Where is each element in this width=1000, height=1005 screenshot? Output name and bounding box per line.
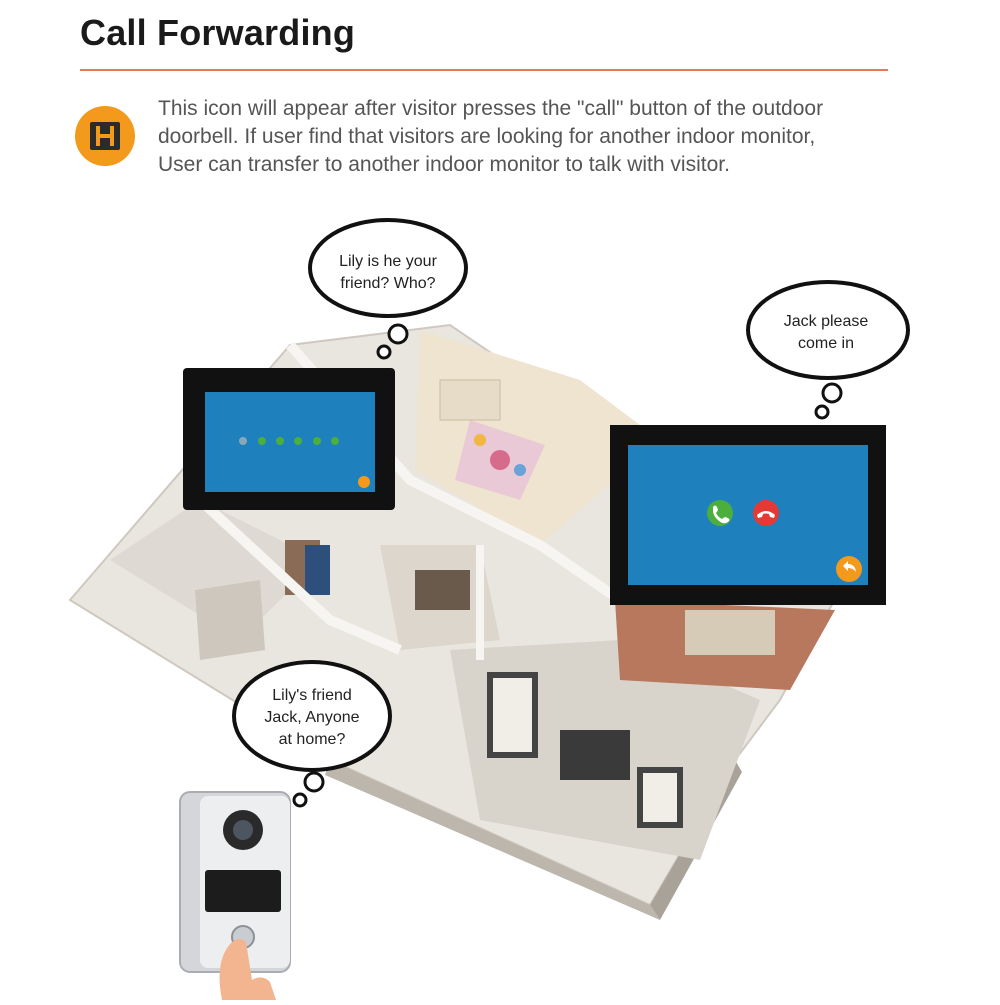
indoor-monitor-right: [610, 425, 886, 605]
house-floorplan-illustration: [68, 218, 910, 1000]
house-illustration: Lily is he your friend? Who? Jack please…: [0, 200, 1000, 1000]
speech-bubble-top-left: [308, 218, 468, 360]
bubble-text-top-right: Jack please come in: [783, 313, 869, 352]
feature-description: This icon will appear after visitor pres…: [158, 95, 908, 179]
bubble-text-bottom: Lily's friend Jack, Anyone at home?: [264, 687, 360, 748]
monitor-status-icons: [239, 437, 339, 445]
title-divider: [80, 69, 888, 71]
outdoor-doorbell: [179, 791, 291, 973]
bubble-text-top-left: Lily is he your friend? Who?: [339, 253, 437, 292]
phone-reject-icon: [753, 500, 779, 526]
back-arrow-icon: [836, 556, 862, 582]
description-line: doorbell. If user find that visitors are…: [158, 125, 816, 148]
description-line: This icon will appear after visitor pres…: [158, 97, 824, 120]
indoor-monitor-left: [183, 368, 395, 510]
speech-bubble-top-right: [746, 280, 910, 420]
description-line: User can transfer to another indoor moni…: [158, 153, 730, 176]
speech-bubble-bottom: [232, 660, 392, 808]
call-forward-icon: [75, 106, 135, 166]
page-title: Call Forwarding: [80, 12, 356, 53]
back-arrow-icon: [358, 476, 370, 488]
finger-pressing: [219, 939, 276, 1000]
phone-accept-icon: [707, 500, 733, 526]
